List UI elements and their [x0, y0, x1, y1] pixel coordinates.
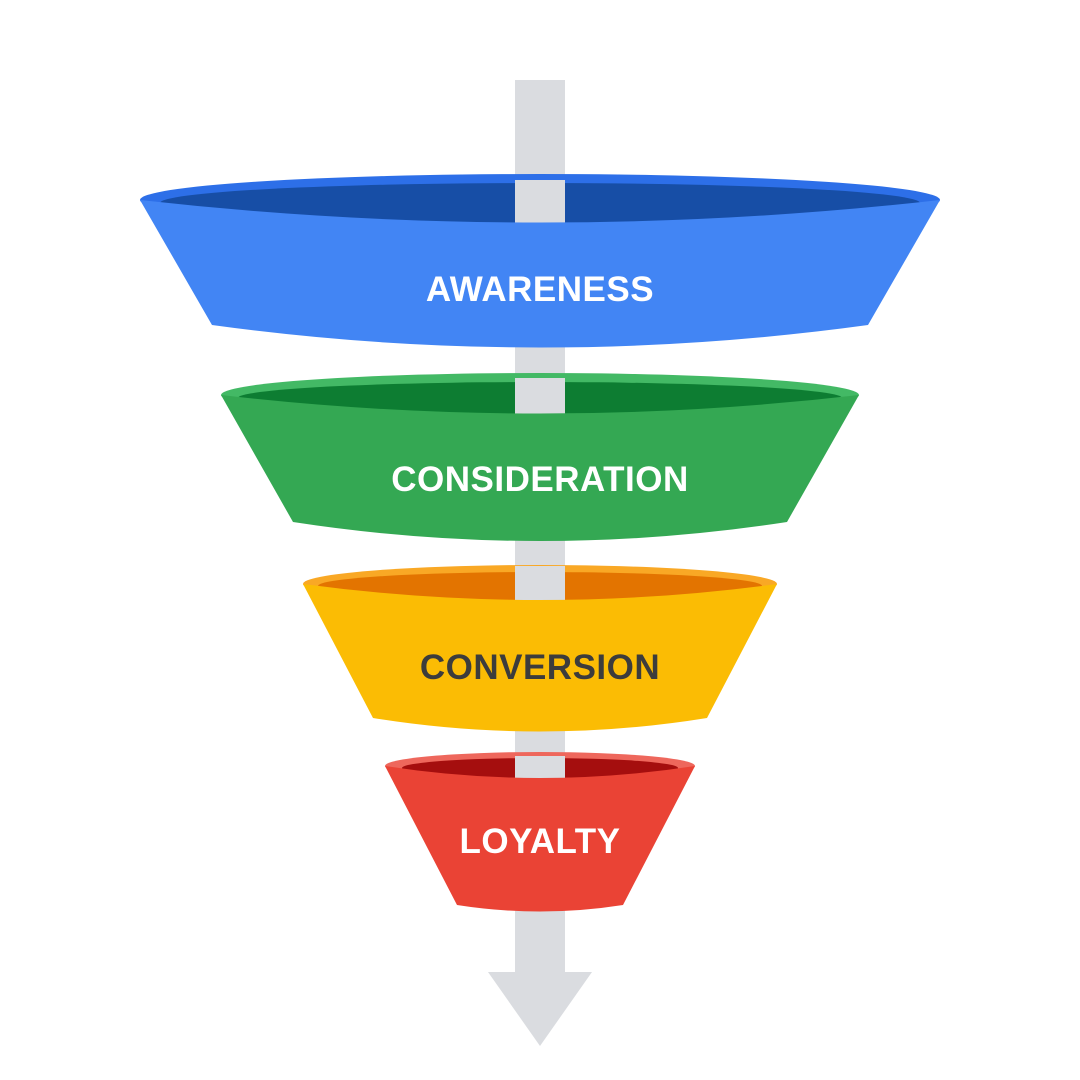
stage-label-awareness: AWARENESS — [426, 270, 654, 309]
arrow-shaft-segment — [515, 180, 565, 225]
stage-body — [140, 200, 940, 348]
arrow-shaft-segment — [515, 566, 565, 600]
stage-label-conversion: CONVERSION — [420, 648, 660, 687]
stage-body — [303, 584, 777, 732]
arrow-shaft-segment — [515, 378, 565, 414]
arrow-head-icon — [488, 972, 592, 1046]
funnel-stage-loyalty: LOYALTY — [385, 752, 695, 912]
funnel-stage-conversion: CONVERSION — [303, 565, 777, 732]
stage-label-loyalty: LOYALTY — [459, 822, 620, 861]
arrow-shaft-segment — [515, 756, 565, 780]
stage-body — [221, 395, 859, 541]
stage-body — [385, 766, 695, 912]
funnel-stage-awareness: AWARENESS — [140, 174, 940, 348]
stage-label-consideration: CONSIDERATION — [391, 460, 689, 499]
funnel-stage-consideration: CONSIDERATION — [221, 373, 859, 541]
